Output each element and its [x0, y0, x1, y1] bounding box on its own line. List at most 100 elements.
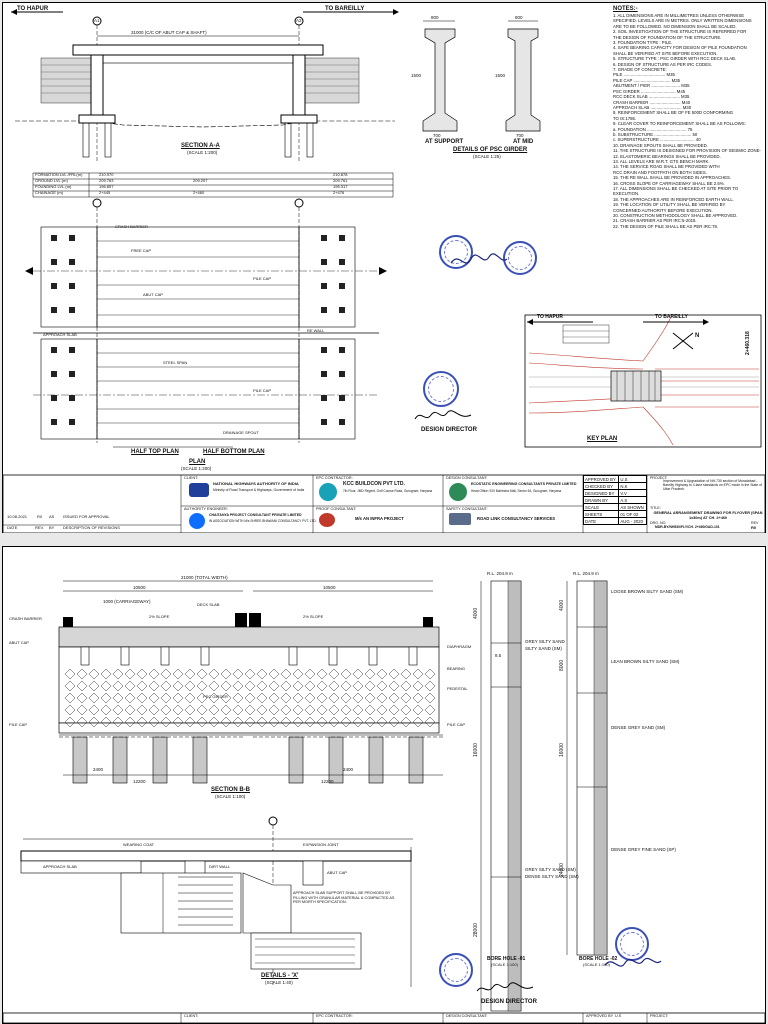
proof-label: PROOF CONSULTANT:: [316, 507, 357, 511]
level-row-label: FOUNDING LVL.(m): [35, 184, 72, 189]
design-label: DESIGN CONSULTANT:: [446, 1014, 488, 1018]
section-dimension: 10500: [323, 585, 336, 590]
client-name: NATIONAL HIGHWAYS AUTHORITY OF INDIA: [213, 481, 299, 486]
drawn-by-value: A.S: [618, 496, 647, 504]
client-sub: Ministry of Road Transport & Highways, G…: [213, 488, 305, 492]
key-plan-left: TO HAPUR: [537, 314, 564, 320]
plan-label: CRASH BARRIER: [115, 224, 148, 229]
note-line: RCC DECK SLAB ..........................…: [613, 94, 690, 100]
north-arrow: N: [695, 333, 700, 339]
re-wall-panel: [112, 680, 124, 692]
plan-label: PILE CAP: [253, 388, 272, 393]
re-wall-panel: [220, 692, 232, 704]
girder-at-support: AT SUPPORT: [425, 139, 464, 145]
re-wall-panel: [328, 680, 340, 692]
re-wall-panel: [244, 680, 256, 692]
director-signature: [414, 410, 472, 420]
note-line: 14. THE SERVICE ROAD SHALL BE PROVIDED W…: [613, 164, 720, 170]
revision-head-desc: DESCRIPTION OF REVISIONS: [63, 525, 120, 530]
approved-by-label: APPROVED BY: [586, 1014, 614, 1018]
re-wall-panel: [280, 680, 292, 692]
level-row-value: 196.857: [99, 184, 114, 189]
axis-label-a1: A1: [94, 18, 100, 23]
note-line: 3. FOUNDATION TYPE : PILE.: [613, 40, 673, 46]
level-row-value: 210.878: [333, 172, 348, 177]
re-wall-panel: [340, 716, 352, 728]
proof-name: M/s AN INFRA PROJECT: [355, 516, 404, 521]
re-wall-panel: [196, 668, 208, 680]
re-wall-panel: [412, 692, 424, 704]
revision-rev: R0: [37, 514, 43, 519]
key-plan-right: TO BAREILLY: [655, 314, 688, 320]
sheets-label: SHEETS: [582, 510, 620, 518]
re-wall-panel: [352, 716, 364, 728]
re-wall-panel: [352, 692, 364, 704]
note-line: ABUTMENT / PIER ........................…: [613, 83, 690, 89]
project-label: PROJECT:: [650, 1014, 669, 1018]
cpc-logo: [189, 513, 205, 529]
re-wall-panel: [100, 716, 112, 728]
drawing-no: MDR-BY/NH530/FLY/CH. 2+460/GAD-101: [655, 525, 720, 529]
section-dimension: 12200: [321, 779, 334, 784]
girder-dim: 700: [433, 133, 441, 138]
section-aa-title: SECTION A-A: [181, 143, 220, 149]
re-wall-panel: [376, 716, 388, 728]
section-label: PILE CAP: [9, 722, 28, 727]
client-label: CLIENT:: [184, 476, 199, 480]
design-addr: Head Office: 920 Mahindra Mall, Sector 5…: [471, 489, 562, 493]
re-wall-panel: [184, 716, 196, 728]
re-wall-panel: [316, 680, 328, 692]
client-label: CLIENT:: [184, 1014, 199, 1018]
re-wall-panel: [400, 692, 412, 704]
stamp-seal: [423, 371, 459, 407]
note-line: 16. CROSS SLOPE OF CARRIAGEWAY SHALL BE …: [613, 180, 725, 186]
drawing-sheet-2: 21000 (TOTAL WIDTH) 10500 10500 1000 (CA…: [2, 546, 766, 1024]
stamp-seal: [439, 953, 473, 987]
re-wall-panel: [256, 716, 268, 728]
re-wall-panel: [376, 668, 388, 680]
re-wall-panel: [88, 692, 100, 704]
re-wall-panel: [352, 704, 364, 716]
note-line: SHALL BE VERIFIED AT SITE BEFORE EXECUTI…: [613, 50, 718, 56]
re-wall-panel: [148, 692, 160, 704]
level-row-value: 209.763: [99, 178, 114, 183]
re-wall-panel: [424, 704, 436, 716]
bore-hole-2-layer: LEAN BROWN SILTY SAND (SM): [611, 659, 680, 664]
section-label: DIAPHRAGM: [447, 644, 472, 649]
re-wall-panel: [100, 668, 112, 680]
detail-label: WEARING COAT: [123, 842, 155, 847]
plan-title: PLAN: [189, 459, 206, 465]
note-line: 1. ALL DIMENSIONS ARE IN MILLIMETRES UNL…: [613, 13, 745, 18]
signature: [450, 253, 508, 264]
re-wall-panel: [376, 704, 388, 716]
bore-hole-1-layer: GREY SILTY SAND: [525, 639, 565, 644]
re-wall-panel: [208, 692, 220, 704]
re-wall-panel: [184, 692, 196, 704]
girder-dim: 1500: [495, 73, 506, 78]
re-wall-panel: [352, 668, 364, 680]
re-wall-panel: [376, 692, 388, 704]
re-wall-panel: [148, 704, 160, 716]
re-wall-panel: [232, 668, 244, 680]
scale-label: SCALE: [582, 503, 620, 511]
re-wall-panel: [88, 716, 100, 728]
re-wall-panel: [316, 704, 328, 716]
re-wall-panel: [64, 668, 76, 680]
re-wall-panel: [64, 704, 76, 716]
re-wall-panel: [304, 680, 316, 692]
re-wall-panel: [340, 704, 352, 716]
re-wall-panel: [76, 704, 88, 716]
authority-assoc: IN ASSOCIATION WITH M/s SHREE BHAWANI CO…: [209, 519, 317, 523]
note-line: ARE TO BE FOLLOWED. NO DIMENSION SHALL B…: [613, 23, 737, 29]
re-wall-panel: [340, 692, 352, 704]
re-wall-panel: [364, 704, 376, 716]
level-row-value: 195.317: [333, 184, 348, 189]
note-line: PILE ...................................…: [613, 72, 675, 78]
re-wall-panel: [232, 680, 244, 692]
section-dimension: 2400: [93, 767, 104, 772]
stamp-seal: [503, 241, 537, 275]
re-wall-panel: [244, 704, 256, 716]
note-line: 15. THE RE WALL SHALL BE PROVIDED IN APP…: [613, 175, 732, 181]
section-dimension: 2400: [343, 767, 354, 772]
